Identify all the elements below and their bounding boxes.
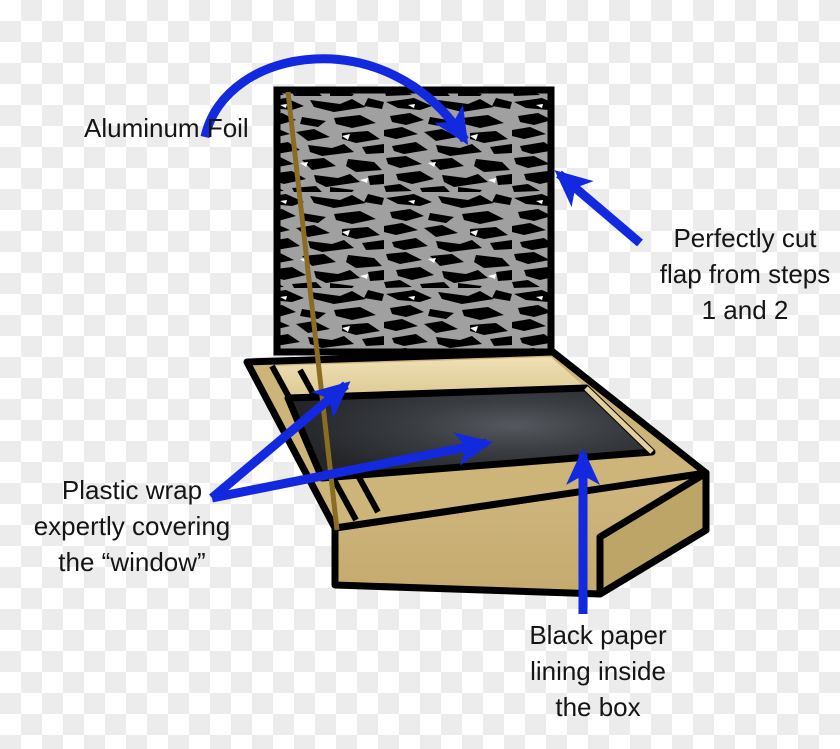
- label-plastic-wrap: Plastic wrap expertly covering the “wind…: [33, 475, 231, 577]
- label-black-paper-lining: Black paper lining inside the box: [529, 620, 667, 722]
- label-aluminum-foil: Aluminum Foil: [84, 113, 249, 143]
- foil-panel: [273, 86, 555, 356]
- arrow-plastic-wrap-upper: [209, 381, 351, 502]
- aluminum-foil-flap: [273, 86, 555, 356]
- window-inner-edge-highlight: [584, 386, 654, 454]
- arrow-plastic-wrap-lower: [211, 432, 493, 503]
- support-stick: [285, 91, 340, 531]
- arrow-perfect-flap: [554, 170, 643, 247]
- box-rim-fold-left-outer: [244, 360, 338, 530]
- arrow-aluminum-foil: [200, 54, 469, 146]
- annotation-arrows: [200, 54, 643, 614]
- label-perfectly-cut-flap: Perfectly cut flap from steps 1 and 2: [659, 223, 831, 325]
